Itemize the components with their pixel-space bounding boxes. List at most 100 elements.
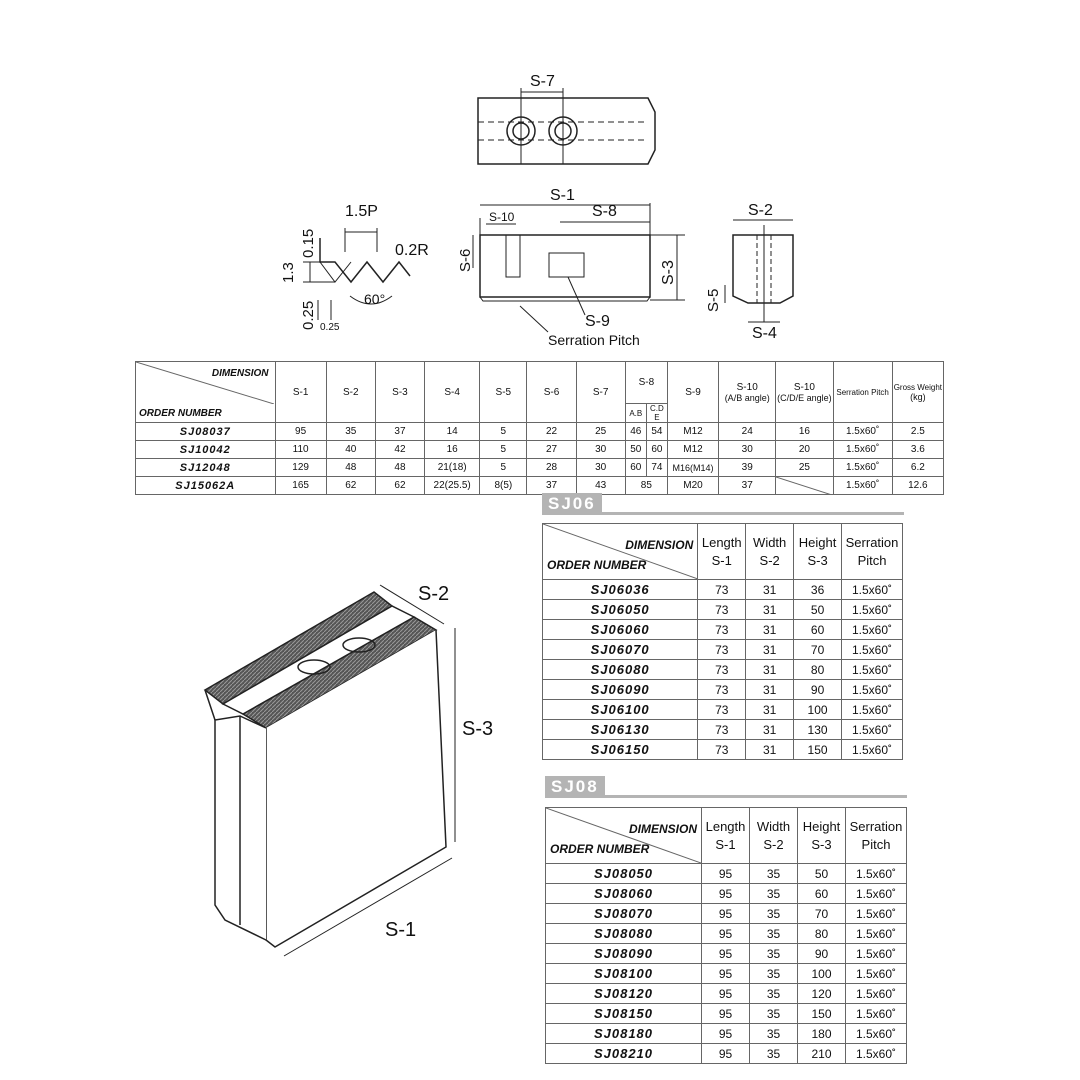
- cell-width: 31: [745, 699, 795, 720]
- cell-height: 80: [797, 923, 846, 944]
- order-number: SJ08210: [545, 1043, 702, 1064]
- order-number: SJ08070: [545, 903, 702, 924]
- header-s8-ab: A.B: [624, 403, 647, 423]
- order-number: SJ08037: [135, 422, 276, 441]
- cell-length: 73: [697, 679, 747, 700]
- header-weight: Gross Weight (kg): [891, 361, 945, 423]
- thread-detail: [303, 228, 411, 320]
- sj08-title-rule: [604, 795, 907, 798]
- cell-s7: 30: [575, 458, 626, 477]
- front-s10-label: S-10: [489, 210, 515, 224]
- cell-length: 73: [697, 599, 747, 620]
- cell-length: 73: [697, 619, 747, 640]
- cell-length: 95: [701, 903, 750, 924]
- cell-height: 36: [793, 579, 843, 600]
- cell-pitch: 1.5x60˚: [845, 1023, 907, 1044]
- cell-width: 35: [749, 1003, 798, 1024]
- cell-height: 80: [793, 659, 843, 680]
- header-s10-cde: S-10 (C/D/E angle): [775, 361, 834, 423]
- table-row: SJ08037 95 35 37 14 5 22 25 46 54 M12 24…: [135, 422, 945, 441]
- front-view: [472, 203, 685, 333]
- cell-s3: 62: [374, 476, 426, 495]
- sj06-header-serration-line2: Pitch: [857, 552, 887, 568]
- order-number: SJ08090: [545, 943, 702, 964]
- header-s10-ab-line2: (A/B angle): [724, 392, 770, 403]
- cell-s3: 48: [374, 458, 426, 477]
- isometric-view: S-2 S-3 S-1: [203, 583, 493, 957]
- cell-width: 31: [745, 679, 795, 700]
- cell-width: 31: [745, 639, 795, 660]
- order-number: SJ12048: [135, 458, 276, 477]
- cell-pitch: 1.5x60˚: [845, 983, 907, 1004]
- cell-pitch: 1.5x60˚: [845, 903, 907, 924]
- cell-width: 31: [745, 659, 795, 680]
- cell-s10-ab: 37: [718, 476, 777, 495]
- dim-s7-label: S-7: [530, 73, 555, 90]
- cell-s3: 42: [374, 440, 426, 459]
- header-s8-cde-line2: E: [654, 413, 660, 422]
- cell-length: 73: [697, 639, 747, 660]
- thread-015-label: 0.15: [300, 229, 317, 258]
- cell-pitch: 1.5x60˚: [841, 599, 903, 620]
- corner-order-label: ORDER NUMBER: [139, 408, 222, 419]
- cell-height: 70: [797, 903, 846, 924]
- cell-height: 60: [793, 619, 843, 640]
- top-view: [477, 88, 656, 165]
- cell-length: 73: [697, 739, 747, 760]
- main-table-header: DIMENSION ORDER NUMBER S-1 S-2 S-3 S-4 S…: [135, 361, 945, 423]
- side-s5-label: S-5: [705, 289, 722, 312]
- cell-pitch: 1.5x60˚: [845, 963, 907, 984]
- cell-length: 95: [701, 983, 750, 1004]
- iso-s2-label: S-2: [418, 583, 449, 605]
- cell-length: 95: [701, 1023, 750, 1044]
- side-s4-label: S-4: [752, 325, 777, 342]
- cell-s8-cde: 54: [645, 422, 668, 441]
- order-number: SJ06070: [541, 639, 699, 660]
- cell-s2: 62: [325, 476, 376, 495]
- cell-height: 150: [797, 1003, 846, 1024]
- cell-s6: 27: [526, 440, 577, 459]
- cell-length: 95: [701, 1003, 750, 1024]
- side-s2-label: S-2: [748, 202, 773, 219]
- cell-s4: 22(25.5): [424, 476, 481, 495]
- cell-pitch: 1.5x60˚: [845, 1003, 907, 1024]
- table-row: SJ10042 110 40 42 16 5 27 30 50 60 M12 3…: [135, 440, 945, 459]
- cell-width: 35: [749, 983, 798, 1004]
- sj06-title-rule: [601, 512, 904, 515]
- cell-width: 35: [749, 923, 798, 944]
- cell-s6: 28: [526, 458, 577, 477]
- header-s1: S-1: [274, 361, 327, 423]
- thread-pitch-label: 1.5P: [345, 203, 378, 220]
- header-serration: Serration Pitch: [832, 361, 893, 423]
- cell-pitch: 1.5x60˚: [832, 440, 893, 459]
- sj08-header-length-name: Length: [705, 818, 746, 834]
- cell-pitch: 1.5x60˚: [841, 679, 903, 700]
- cell-length: 73: [697, 699, 747, 720]
- diagonal-line: [776, 477, 833, 495]
- header-s5: S-5: [479, 361, 528, 423]
- cell-s10-ab: 39: [718, 458, 777, 477]
- cell-height: 180: [797, 1023, 846, 1044]
- cell-s10-cde: 20: [775, 440, 834, 459]
- sj08-header-height-code: S-3: [811, 836, 832, 852]
- cell-s5: 5: [479, 440, 528, 459]
- front-serration-label: Serration Pitch: [548, 332, 640, 348]
- cell-length: 95: [701, 923, 750, 944]
- cell-width: 31: [745, 619, 795, 640]
- cell-s9: M12: [666, 440, 720, 459]
- cell-length: 95: [701, 943, 750, 964]
- header-s6: S-6: [526, 361, 577, 423]
- cell-height: 100: [797, 963, 846, 984]
- cell-s10-ab: 24: [718, 422, 777, 441]
